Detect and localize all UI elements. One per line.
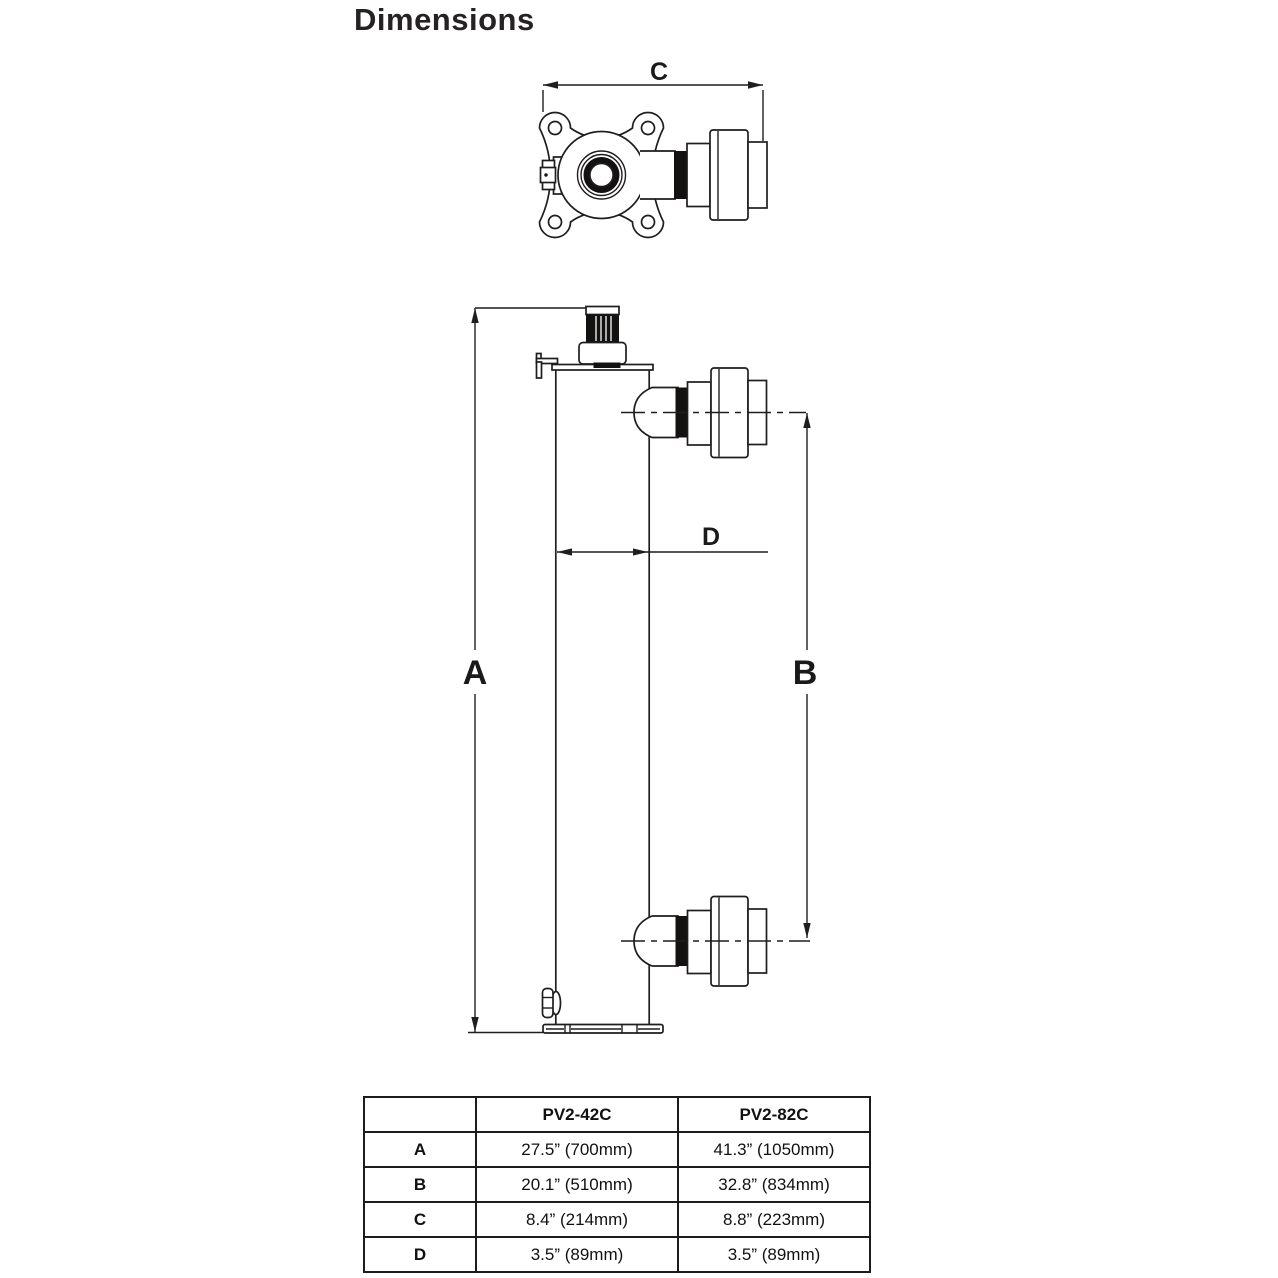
vessel-body bbox=[551, 363, 654, 1024]
value-a-pv2-82c: 41.3” (1050mm) bbox=[677, 1131, 871, 1168]
value-a-pv2-42c: 27.5” (700mm) bbox=[475, 1131, 679, 1168]
value-b-pv2-42c: 20.1” (510mm) bbox=[475, 1166, 679, 1203]
side-view-drawing: A B D bbox=[463, 305, 818, 1034]
value-d-pv2-42c: 3.5” (89mm) bbox=[475, 1236, 679, 1273]
base-plate bbox=[542, 1023, 664, 1034]
dimension-label-d: D bbox=[702, 523, 720, 551]
header-empty-cell bbox=[363, 1096, 477, 1133]
value-d-pv2-82c: 3.5” (89mm) bbox=[677, 1236, 871, 1273]
row-label-c: C bbox=[363, 1201, 477, 1238]
top-view-drawing: C bbox=[538, 58, 768, 239]
bolt-hole bbox=[547, 120, 563, 136]
bolt-hole bbox=[640, 120, 656, 136]
table-row: B 20.1” (510mm) 32.8” (834mm) bbox=[363, 1166, 871, 1203]
page-title: Dimensions bbox=[354, 2, 535, 37]
mounting-bracket bbox=[535, 352, 559, 379]
dimension-label-c: C bbox=[650, 58, 668, 86]
dimension-label-a: A bbox=[463, 654, 488, 692]
value-c-pv2-82c: 8.8” (223mm) bbox=[677, 1201, 871, 1238]
bolt-hole bbox=[547, 214, 563, 230]
table-row: A 27.5” (700mm) 41.3” (1050mm) bbox=[363, 1131, 871, 1168]
table-row: D 3.5” (89mm) 3.5” (89mm) bbox=[363, 1236, 871, 1273]
value-c-pv2-42c: 8.4” (214mm) bbox=[475, 1201, 679, 1238]
dimension-d: D bbox=[557, 523, 768, 556]
dimension-b: B bbox=[793, 413, 818, 938]
row-label-a: A bbox=[363, 1131, 477, 1168]
drain-plug bbox=[541, 987, 562, 1019]
dimension-c: C bbox=[542, 58, 764, 141]
row-label-b: B bbox=[363, 1166, 477, 1203]
header-model-pv2-82c: PV2-82C bbox=[677, 1096, 871, 1133]
union-fitting-top-view bbox=[640, 129, 768, 221]
value-b-pv2-82c: 32.8” (834mm) bbox=[677, 1166, 871, 1203]
table-row: C 8.4” (214mm) 8.8” (223mm) bbox=[363, 1201, 871, 1238]
flange-front-view bbox=[538, 111, 665, 239]
dimensions-table: PV2-42C PV2-82C A 27.5” (700mm) 41.3” (1… bbox=[363, 1096, 871, 1273]
header-model-pv2-42c: PV2-42C bbox=[475, 1096, 679, 1133]
bolt-hole bbox=[640, 214, 656, 230]
dimension-a: A bbox=[463, 307, 586, 1034]
dimension-label-b: B bbox=[793, 654, 818, 692]
row-label-d: D bbox=[363, 1236, 477, 1273]
threaded-band bbox=[674, 151, 687, 199]
table-header-row: PV2-42C PV2-82C bbox=[363, 1096, 871, 1133]
lamp-gland-cap bbox=[578, 305, 627, 368]
